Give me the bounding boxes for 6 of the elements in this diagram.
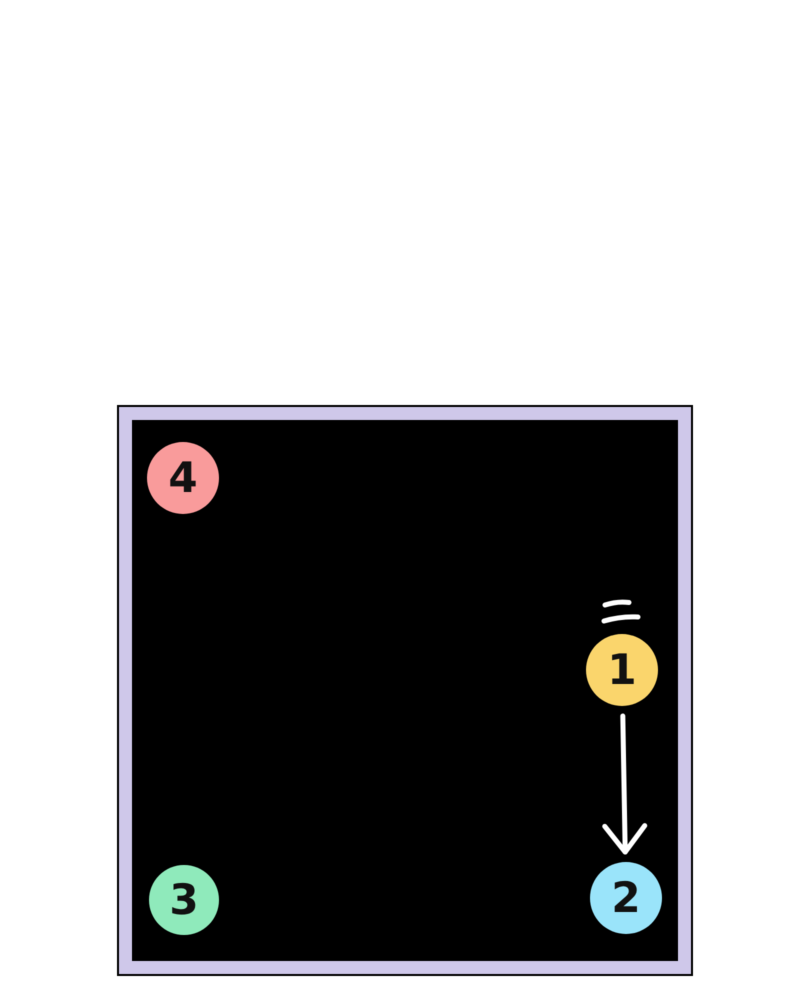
step-number: 2	[611, 877, 641, 919]
step-number: 3	[169, 879, 199, 921]
framed-panel	[117, 405, 693, 976]
arrow	[602, 714, 648, 854]
step-number: 1	[607, 649, 637, 691]
step-number: 4	[168, 457, 198, 499]
